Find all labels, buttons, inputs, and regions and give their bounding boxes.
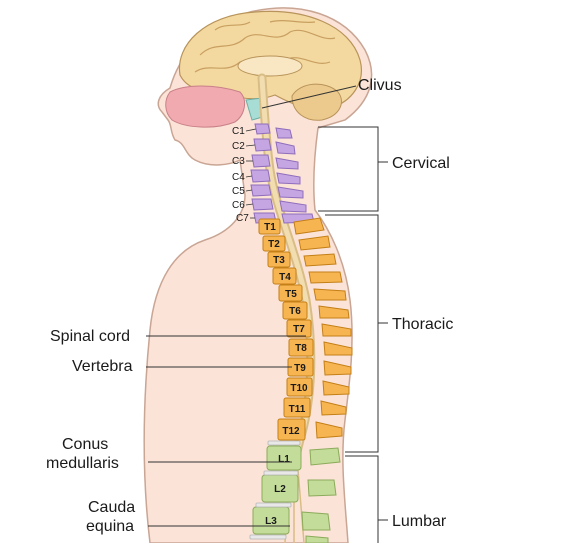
cervical-vertebrae bbox=[250, 123, 277, 224]
label-t10: T10 bbox=[290, 383, 308, 394]
corpus-callosum bbox=[237, 55, 303, 77]
label-t7: T7 bbox=[293, 324, 305, 335]
vertebra-t5-body bbox=[278, 284, 303, 302]
vertebra-t8-body bbox=[288, 338, 314, 357]
cervical-label-ticks bbox=[245, 128, 257, 219]
label-t12: T12 bbox=[282, 426, 300, 437]
label-l1: L1 bbox=[278, 454, 290, 465]
label-t9: T9 bbox=[294, 363, 306, 374]
vertebra-t3-body bbox=[267, 251, 291, 268]
cerebellum bbox=[291, 83, 342, 121]
vertebra-c1-body bbox=[254, 123, 271, 135]
thoracic-labels: T1 T2 T3 T4 T5 T6 T7 T8 T9 T10 T11 T12 bbox=[264, 222, 308, 437]
label-t8: T8 bbox=[295, 343, 307, 354]
vertebra-c6-body bbox=[251, 198, 274, 211]
label-t1: T1 bbox=[264, 222, 276, 233]
label-t2: T2 bbox=[268, 239, 280, 250]
thoracic-processes bbox=[293, 217, 353, 439]
vertebra-t12-body bbox=[277, 418, 306, 441]
label-c2: C2 bbox=[232, 141, 245, 152]
vertebra-c5-body bbox=[250, 184, 272, 197]
lumbar-labels: L1 L2 L3 bbox=[265, 454, 290, 527]
conus-label-line2: medullaris bbox=[46, 455, 119, 472]
label-c3: C3 bbox=[232, 156, 245, 167]
conus-label-line1: Conus bbox=[62, 436, 108, 453]
vertebra-c4-body bbox=[250, 169, 271, 183]
label-t6: T6 bbox=[289, 306, 301, 317]
cauda-label-line2: equina bbox=[86, 518, 134, 535]
vertebra-t2-body bbox=[262, 235, 286, 252]
label-t5: T5 bbox=[285, 289, 297, 300]
spinal-cord-label: Spinal cord bbox=[50, 328, 130, 345]
label-c4: C4 bbox=[232, 172, 245, 183]
thoracic-vertebrae bbox=[258, 218, 314, 441]
thoracic-label: Thoracic bbox=[392, 316, 453, 333]
cervical-label: Cervical bbox=[392, 155, 450, 172]
clivus-leader bbox=[261, 85, 357, 109]
cervical-labels: C1 C2 C3 C4 C5 C6 C7 bbox=[232, 126, 249, 224]
label-c1: C1 bbox=[232, 126, 245, 137]
label-t11: T11 bbox=[289, 404, 306, 415]
vertebra-t10-body bbox=[286, 377, 313, 397]
vertebra-t11-body bbox=[283, 397, 311, 418]
vertebra-t6-body bbox=[282, 301, 308, 320]
vertebra-c2-body bbox=[253, 138, 272, 152]
cervical-bracket bbox=[318, 126, 388, 212]
clivus-label: Clivus bbox=[358, 77, 402, 94]
label-c5: C5 bbox=[232, 186, 245, 197]
vertebra-t7-body bbox=[286, 319, 312, 338]
label-c7: C7 bbox=[236, 213, 249, 224]
label-t4: T4 bbox=[279, 272, 291, 283]
vertebra-t1-body bbox=[258, 218, 281, 235]
nasal-cavity bbox=[165, 85, 246, 128]
thoracic-bracket bbox=[325, 214, 388, 453]
vertebra-label: Vertebra bbox=[72, 358, 133, 375]
label-l2: L2 bbox=[274, 484, 286, 495]
label-t3: T3 bbox=[273, 255, 285, 266]
vertebra-l1-body bbox=[266, 445, 302, 471]
label-c6: C6 bbox=[232, 200, 245, 211]
lumbar-bracket bbox=[345, 455, 388, 543]
lumbar-vertebrae bbox=[252, 445, 302, 535]
cervical-processes bbox=[275, 127, 315, 224]
vertebra-t4-body bbox=[272, 267, 297, 285]
intervertebral-discs bbox=[249, 440, 301, 540]
lumbar-label: Lumbar bbox=[392, 513, 447, 530]
vertebra-c3-body bbox=[251, 154, 271, 168]
label-l3: L3 bbox=[265, 516, 277, 527]
lumbar-processes bbox=[301, 447, 341, 544]
cauda-label-line1: Cauda bbox=[88, 499, 135, 516]
